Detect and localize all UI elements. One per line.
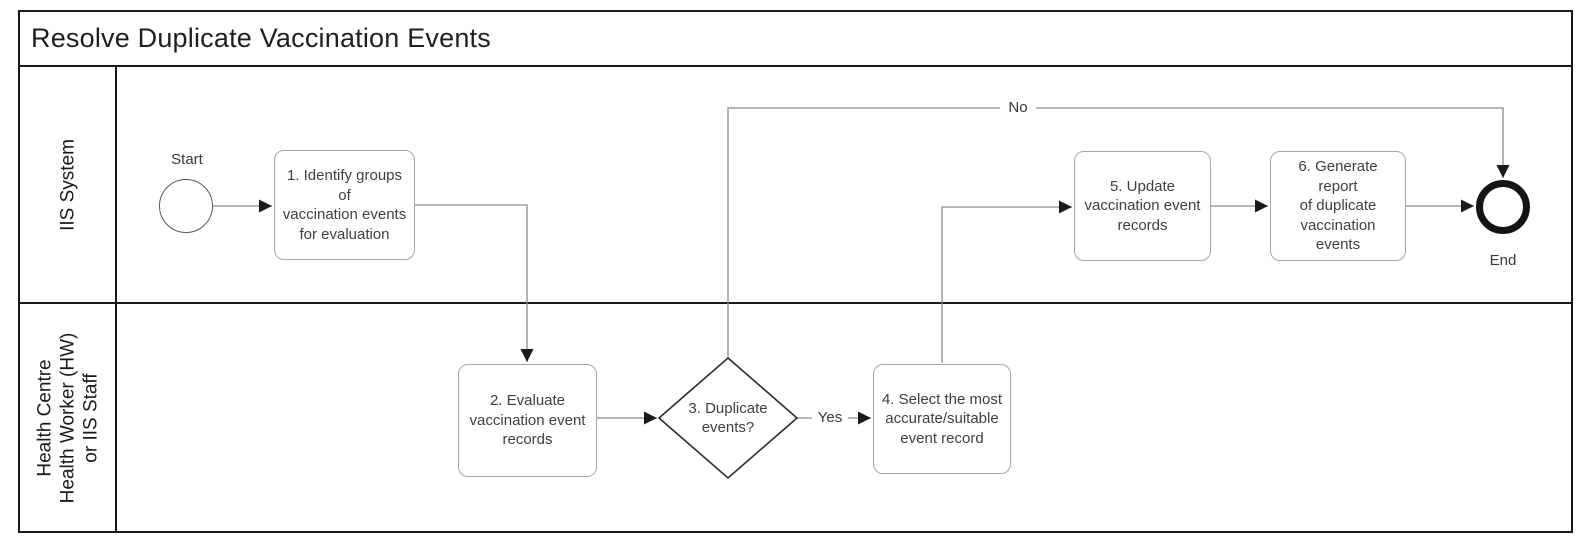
start-event-label: Start — [171, 151, 203, 168]
task-2: 2. Evaluate vaccination event records — [458, 364, 597, 477]
start-event — [159, 179, 213, 233]
task-1: 1. Identify groups of vaccination events… — [274, 150, 415, 260]
task-5: 5. Update vaccination event records — [1074, 151, 1211, 261]
lane-iis-system-label: IIS System — [56, 139, 79, 231]
edge-label-no: No — [1000, 99, 1036, 116]
pool-title: Resolve Duplicate Vaccination Events — [31, 23, 491, 53]
lane-health-centre-staff: Health Centre Health Worker (HW) or IIS … — [20, 304, 1571, 531]
lane-label-line: Health Centre — [34, 358, 55, 477]
end-event — [1476, 180, 1530, 234]
lane-health-centre-staff-label: Health Centre Health Worker (HW) or IIS … — [33, 332, 102, 503]
task-4: 4. Select the most accurate/suitable eve… — [873, 364, 1011, 474]
lane-health-centre-staff-label-cell: Health Centre Health Worker (HW) or IIS … — [20, 304, 117, 531]
gateway-3-label: 3. Duplicate events? — [688, 399, 768, 437]
lane-label-line: IIS System — [57, 138, 78, 231]
task-6: 6. Generate report of duplicate vaccinat… — [1270, 151, 1406, 261]
pool-title-band: Resolve Duplicate Vaccination Events — [20, 12, 1571, 67]
lane-label-line: Health Worker (HW) — [57, 332, 78, 503]
lane-label-line: or IIS Staff — [80, 372, 101, 463]
end-event-label: End — [1489, 252, 1517, 269]
edge-label-yes: Yes — [812, 409, 848, 426]
lane-iis-system-label-cell: IIS System — [20, 67, 117, 302]
pool-frame: Resolve Duplicate Vaccination Events IIS… — [18, 10, 1573, 533]
